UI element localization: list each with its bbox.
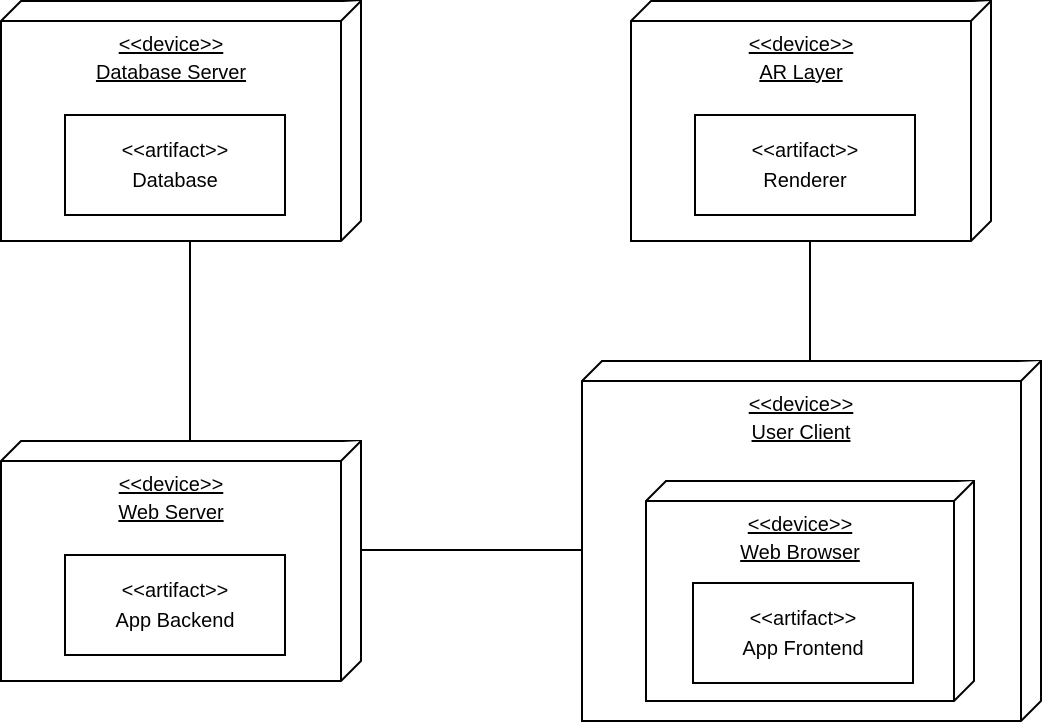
- node-web-browser[interactable]: <<device>> Web Browser <<artifact>> App …: [645, 480, 975, 702]
- artifact-renderer-name: Renderer: [763, 170, 847, 192]
- artifact-app-frontend[interactable]: <<artifact>> App Frontend: [692, 582, 914, 684]
- node-database-server-name: Database Server: [96, 62, 246, 84]
- node-web-server[interactable]: <<device>> Web Server <<artifact>> App B…: [0, 440, 362, 682]
- artifact-app-frontend-name: App Frontend: [742, 638, 863, 660]
- node-web-server-3d-edge: [1, 440, 362, 681]
- artifact-database-name: Database: [132, 170, 218, 192]
- artifact-renderer-stereotype: <<artifact>>: [752, 140, 859, 162]
- node-database-server-stereotype: <<device>>: [119, 34, 224, 56]
- node-ar-layer-stereotype: <<device>>: [749, 34, 854, 56]
- artifact-app-backend-box: [64, 554, 286, 656]
- node-web-browser-3d-edge: [646, 480, 975, 701]
- node-database-server-3d-edge: [1, 0, 362, 241]
- node-user-client-name: User Client: [752, 422, 851, 444]
- node-database-server[interactable]: <<device>> Database Server <<artifact>> …: [0, 0, 362, 242]
- artifact-database-box: [64, 114, 286, 216]
- node-ar-layer[interactable]: <<device>> AR Layer <<artifact>> Rendere…: [630, 0, 992, 242]
- artifact-renderer[interactable]: <<artifact>> Renderer: [694, 114, 916, 216]
- artifact-app-backend-name: App Backend: [116, 610, 235, 632]
- artifact-app-backend[interactable]: <<artifact>> App Backend: [64, 554, 286, 656]
- artifact-database-stereotype: <<artifact>>: [122, 140, 229, 162]
- node-user-client-3d-edge: [582, 360, 1042, 721]
- node-ar-layer-3d-edge: [631, 0, 992, 241]
- node-web-server-stereotype: <<device>>: [119, 474, 224, 496]
- node-user-client[interactable]: <<device>> User Client <<device>> Web Br…: [581, 360, 1042, 722]
- artifact-app-frontend-stereotype: <<artifact>>: [750, 608, 857, 630]
- artifact-database[interactable]: <<artifact>> Database: [64, 114, 286, 216]
- node-web-browser-stereotype: <<device>>: [748, 514, 853, 536]
- artifact-app-backend-stereotype: <<artifact>>: [122, 580, 229, 602]
- artifact-app-frontend-box: [692, 582, 914, 684]
- node-ar-layer-name: AR Layer: [759, 62, 843, 84]
- node-web-server-name: Web Server: [118, 502, 224, 524]
- node-web-browser-name: Web Browser: [740, 542, 860, 564]
- artifact-renderer-box: [694, 114, 916, 216]
- node-user-client-stereotype: <<device>>: [749, 394, 854, 416]
